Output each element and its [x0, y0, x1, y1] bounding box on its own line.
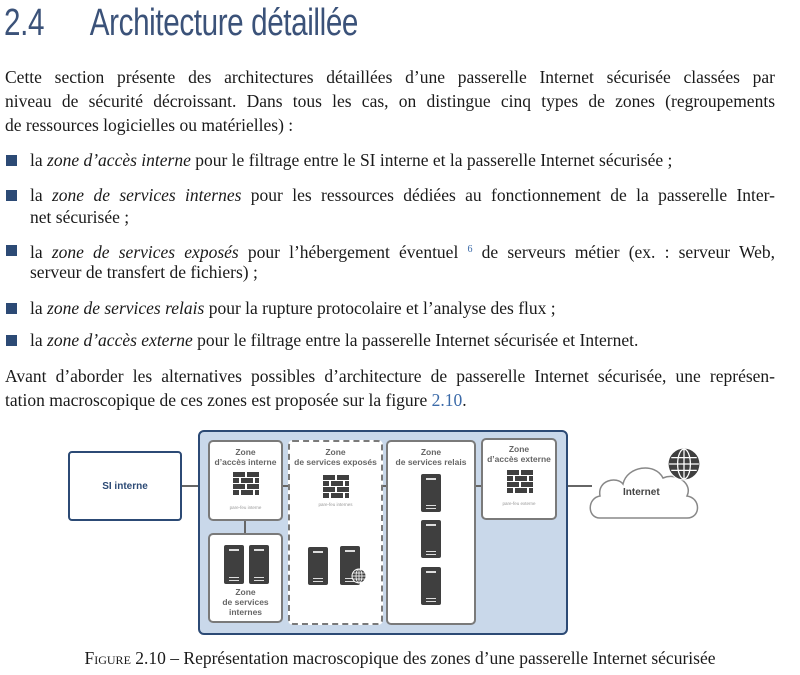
internet-label: Internet — [623, 487, 660, 498]
bullet-item: la zone d’accès interne pour le filtrage… — [30, 150, 673, 170]
section-number: 2.4 — [4, 2, 45, 44]
intro-line: de ressources logicielles ou matérielles… — [5, 115, 294, 135]
server-icon — [224, 545, 244, 584]
firewall-icon — [323, 475, 349, 498]
bullet-icon — [6, 303, 17, 314]
server-icon — [421, 567, 441, 605]
bullet-item: la zone de services relais pour la ruptu… — [30, 298, 556, 318]
firewall-icon — [233, 472, 259, 495]
bullet-item-cont: serveur de transfert de fichiers) ; — [30, 262, 258, 282]
figure-link[interactable]: 2.10 — [431, 390, 463, 410]
server-icon — [249, 545, 269, 584]
bullet-item: la zone de services internes pour les re… — [30, 185, 775, 205]
bullet-icon — [6, 190, 17, 201]
bullet-item-cont: net sécurisée ; — [30, 207, 130, 227]
bullet-item: la zone de services exposés pour l’héber… — [30, 242, 775, 262]
bullet-item: la zone d’accès externe pour le filtrage… — [30, 330, 639, 350]
bullet-icon — [6, 245, 17, 256]
outro-line: Avant d’aborder les alternatives possibl… — [5, 366, 775, 386]
server-icon — [421, 474, 441, 512]
si-interne-box: SI interne — [68, 451, 182, 521]
outro-line: tation macroscopique de ces zones est pr… — [5, 390, 467, 410]
globe-icon — [351, 568, 367, 584]
bullet-icon — [6, 155, 17, 166]
footnote-ref[interactable]: 6 — [467, 244, 473, 255]
globe-icon — [667, 447, 701, 481]
bullet-icon — [6, 335, 17, 346]
internet-cloud-icon — [589, 467, 699, 519]
intro-line: niveau de sécurité décroissant. Dans tou… — [5, 91, 775, 111]
section-heading: 2.4 Architecture détaillée — [4, 2, 358, 45]
intro-line: Cette section présente des architectures… — [5, 67, 775, 87]
firewall-icon — [507, 470, 533, 493]
figure-caption: Figure 2.10 – Représentation macroscopiq… — [84, 648, 716, 668]
server-icon — [308, 547, 328, 585]
section-title: Architecture détaillée — [89, 2, 359, 44]
server-icon — [421, 520, 441, 558]
